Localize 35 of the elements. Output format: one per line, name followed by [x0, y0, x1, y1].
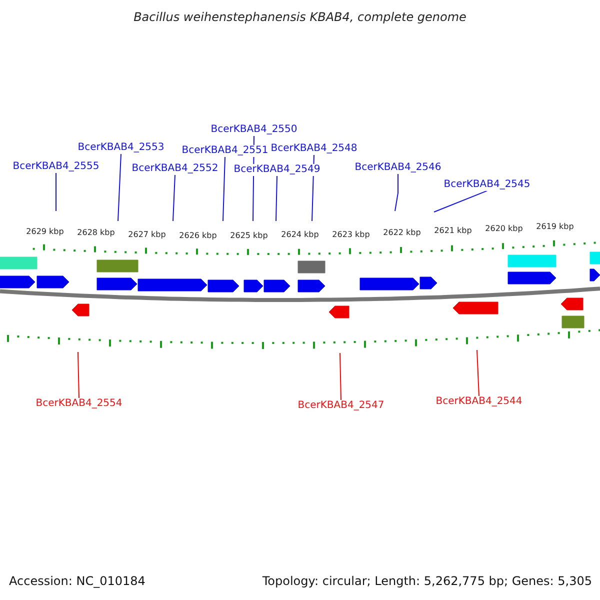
leader-line: [222, 156, 226, 222]
gene-label: BcerKBAB4_2555: [12, 161, 100, 173]
scale-label: 2629 kbp: [26, 227, 64, 237]
scale-label: 2623 kbp: [332, 230, 370, 240]
gene-label: BcerKBAB4_2545: [444, 179, 530, 191]
scale-label: 2625 kbp: [230, 231, 268, 241]
leader-line: [434, 190, 488, 212]
gene-label: BcerKBAB4_2546: [354, 162, 442, 174]
gene-label: BcerKBAB4_2553: [78, 142, 164, 154]
gene-label: BcerKBAB4_2544: [436, 396, 522, 408]
gene-label: BcerKBAB4_2554: [36, 398, 122, 410]
scale-label: 2622 kbp: [383, 228, 421, 238]
gene-label: BcerKBAB4_2548: [270, 143, 358, 155]
scale-label: 2620 kbp: [485, 224, 523, 234]
scale-label: 2627 kbp: [128, 230, 166, 240]
scale-label: 2628 kbp: [77, 228, 115, 238]
footer-text: Accession: NC_010184: [9, 575, 146, 589]
scale-label: 2621 kbp: [434, 226, 472, 236]
gene-label: BcerKBAB4_2550: [210, 124, 298, 136]
scale-label: 2624 kbp: [281, 230, 319, 240]
gene-label: BcerKBAB4_2549: [234, 164, 320, 176]
scale-label: 2619 kbp: [536, 222, 574, 232]
leader-line: [394, 173, 398, 212]
scale-label: 2626 kbp: [179, 231, 217, 241]
leader-line: [276, 175, 278, 222]
leader-line: [172, 174, 176, 222]
leader-line: [340, 352, 342, 401]
gene-label: BcerKBAB4_2552: [132, 163, 218, 175]
footer-text: Topology: circular; Length: 5,262,775 bp; Genes: 5,305: [262, 575, 592, 589]
leader-line: [78, 352, 80, 399]
genome-title: Bacillus weihenstephanensis KBAB4, complete genome: [134, 11, 466, 25]
leader-line: [118, 153, 122, 222]
gene-label: BcerKBAB4_2551: [182, 145, 268, 157]
gene-label: BcerKBAB4_2547: [298, 400, 384, 412]
leader-line: [476, 350, 480, 397]
